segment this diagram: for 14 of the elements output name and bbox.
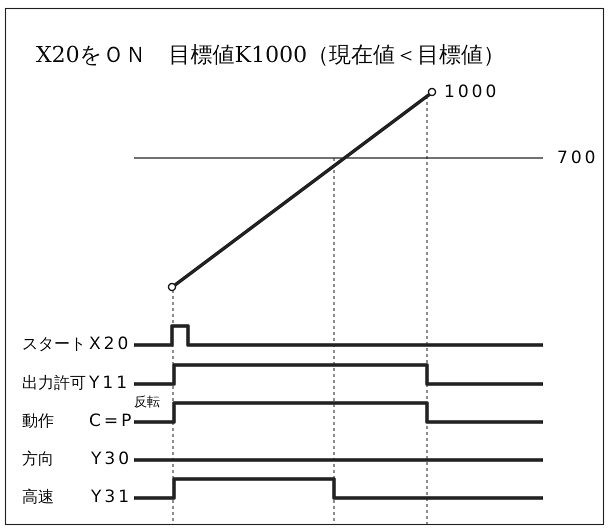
value-label: 1000 xyxy=(444,84,500,101)
signal-name: スタート xyxy=(22,336,86,352)
signal-name: 方向 xyxy=(22,451,54,467)
signal-name: 出力許可 xyxy=(22,375,86,391)
signal-address: Y31 xyxy=(91,489,132,506)
state-note: 反転 xyxy=(134,396,160,409)
signal-name: 動作 xyxy=(22,413,54,429)
value-label: 700 xyxy=(557,150,598,167)
signal-address: C=P xyxy=(89,413,134,430)
signal-address: Y30 xyxy=(91,451,132,468)
signal-address: Y11 xyxy=(89,375,130,392)
signal-address: X20 xyxy=(89,336,132,353)
title: X20をＯＮ 目標値K1000（現在値＜目標値） xyxy=(36,45,506,67)
signal-name: 高速 xyxy=(22,489,54,505)
